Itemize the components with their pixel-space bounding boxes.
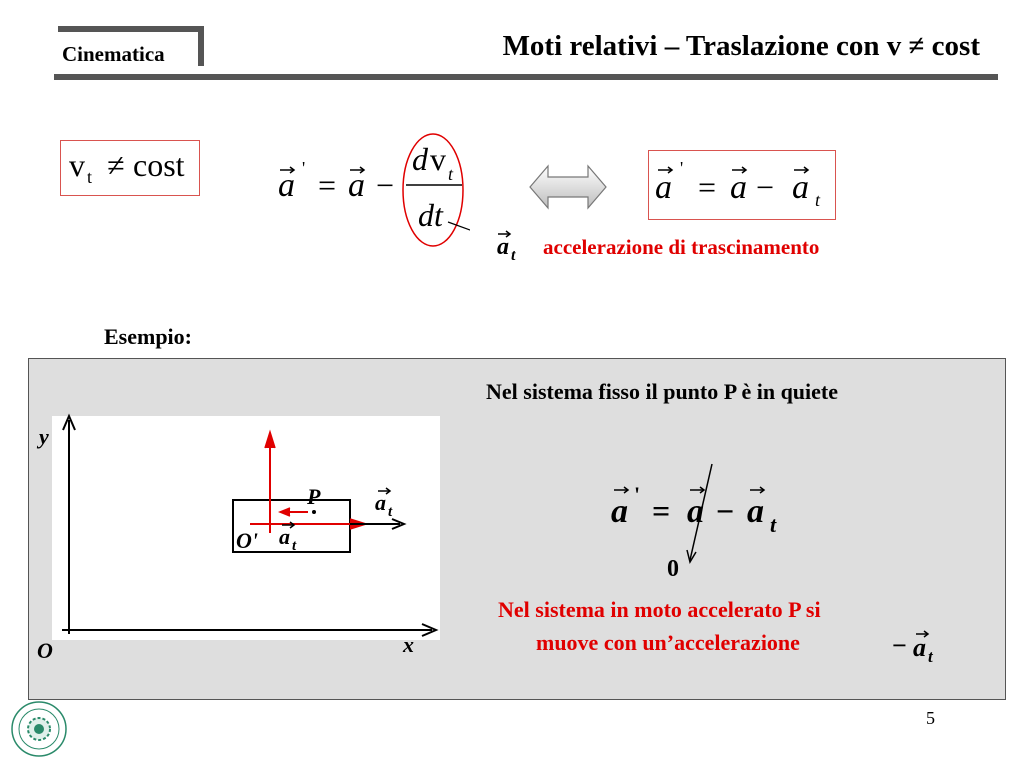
formula1-den: dt bbox=[418, 197, 444, 233]
seal-inner-ring bbox=[18, 708, 60, 750]
negative-at-a: a bbox=[913, 633, 926, 662]
formula2-minus: − bbox=[756, 169, 774, 205]
reference-frame-diagram: y x O O' P a t a t bbox=[36, 413, 439, 663]
highlight-ellipse bbox=[402, 133, 464, 247]
vector-arrowhead-pointer-at bbox=[505, 230, 512, 238]
fixed-system-text: Nel sistema fisso il punto P è in quiete bbox=[486, 379, 839, 404]
formula1-num-v: v bbox=[430, 141, 446, 177]
section-tab: Cinematica bbox=[58, 26, 204, 66]
vector-arrowhead-ex-a bbox=[699, 486, 706, 494]
outer-at-sub: t bbox=[388, 504, 393, 520]
vector-arrowhead-neg-at bbox=[923, 630, 930, 638]
example-at-sub: t bbox=[770, 512, 777, 537]
pointer-line bbox=[447, 221, 470, 231]
example-minus: − bbox=[716, 493, 734, 529]
origin-label: O bbox=[37, 638, 53, 663]
condition-cost: cost bbox=[133, 147, 185, 183]
formula1-prime: ' bbox=[302, 158, 305, 178]
condition-neq: ≠ bbox=[107, 147, 125, 183]
seal-center bbox=[34, 724, 44, 734]
example-formula: a ' = a − a t bbox=[611, 463, 777, 564]
negative-at-sub: t bbox=[928, 647, 934, 666]
formula-derivative: a ' = a − d v t dt bbox=[278, 133, 470, 247]
example-prime: ' bbox=[634, 482, 640, 507]
formula1-minus: − bbox=[376, 167, 394, 203]
x-axis-arrowhead bbox=[421, 623, 439, 637]
vector-arrowhead-a bbox=[359, 166, 366, 174]
condition-v: v bbox=[69, 147, 85, 183]
vector-arrowhead-inner-at bbox=[289, 521, 296, 529]
point-p bbox=[312, 510, 316, 514]
formula2-a-prime: a bbox=[655, 169, 672, 206]
formula2-at: a bbox=[792, 169, 809, 206]
formula-result-box: a ' = a − a t bbox=[648, 150, 836, 220]
inner-at-sub: t bbox=[292, 538, 297, 554]
formula1-a: a bbox=[348, 167, 365, 204]
zero-label: 0 bbox=[667, 556, 679, 582]
origin-prime-label: O' bbox=[236, 528, 258, 553]
outer-at-a: a bbox=[375, 490, 386, 515]
vector-arrowhead-ex-at bbox=[759, 486, 766, 494]
header-divider bbox=[54, 74, 998, 80]
example-equals: = bbox=[652, 493, 670, 529]
double-arrow-shape bbox=[529, 164, 607, 210]
condition-box: v t ≠ cost bbox=[60, 140, 200, 196]
formula2-a: a bbox=[730, 169, 747, 206]
pointer-at-symbol: a t bbox=[497, 230, 516, 264]
x-axis-label: x bbox=[402, 632, 414, 657]
vector-arrowhead-f2-at bbox=[803, 166, 810, 174]
formula1-equals: = bbox=[318, 167, 336, 203]
negative-at-symbol: − a t bbox=[892, 630, 934, 666]
formula2-equals: = bbox=[698, 169, 716, 205]
vector-arrowhead-outer-at bbox=[385, 487, 392, 495]
formula1-num-d: d bbox=[412, 141, 429, 177]
moving-system-text-line2: muove con un’accelerazione bbox=[536, 630, 800, 655]
pointer-at-sub: t bbox=[511, 247, 516, 264]
inner-at-a: a bbox=[279, 524, 290, 549]
pointer-at-a: a bbox=[497, 234, 509, 260]
relative-acceleration-arrowhead bbox=[277, 507, 291, 517]
formula1-num-sub: t bbox=[448, 164, 454, 184]
frame-acceleration-arrowhead bbox=[391, 518, 407, 530]
condition-subscript: t bbox=[87, 167, 93, 187]
example-at: a bbox=[747, 493, 764, 530]
equivalence-arrow-icon bbox=[529, 164, 607, 210]
vector-arrowhead-f2-aprime bbox=[667, 166, 674, 174]
section-tab-right-border bbox=[198, 26, 204, 66]
negative-sign: − bbox=[892, 631, 907, 660]
section-tab-top-border bbox=[58, 26, 204, 32]
vector-arrowhead-f2-a bbox=[741, 166, 748, 174]
y-axis-label: y bbox=[36, 424, 49, 449]
formula2-sub: t bbox=[815, 190, 821, 210]
diagram-canvas bbox=[52, 416, 440, 640]
trascinamento-label: accelerazione di trascinamento bbox=[543, 235, 820, 259]
point-p-label: P bbox=[306, 484, 321, 509]
strike-line bbox=[689, 463, 713, 561]
slide-title: Moti relativi – Traslazione con v ≠ cost bbox=[502, 30, 980, 62]
moving-y-arrowhead bbox=[264, 429, 276, 449]
y-axis-arrowhead bbox=[62, 413, 76, 431]
university-seal-icon bbox=[11, 701, 67, 757]
page-number: 5 bbox=[926, 708, 935, 728]
strike-arrowhead bbox=[686, 549, 697, 564]
section-label: Cinematica bbox=[62, 42, 165, 66]
moving-system-text-line1: Nel sistema in moto accelerato P si bbox=[498, 597, 821, 622]
formula-result-border bbox=[648, 150, 836, 220]
example-a-prime: a bbox=[611, 493, 628, 530]
example-label: Esempio: bbox=[104, 324, 192, 349]
formula2-prime: ' bbox=[680, 158, 683, 178]
formula1-a-prime: a bbox=[278, 167, 295, 204]
vector-arrowhead-a-prime bbox=[289, 166, 296, 174]
vector-arrowhead-ex-aprime bbox=[623, 486, 630, 494]
